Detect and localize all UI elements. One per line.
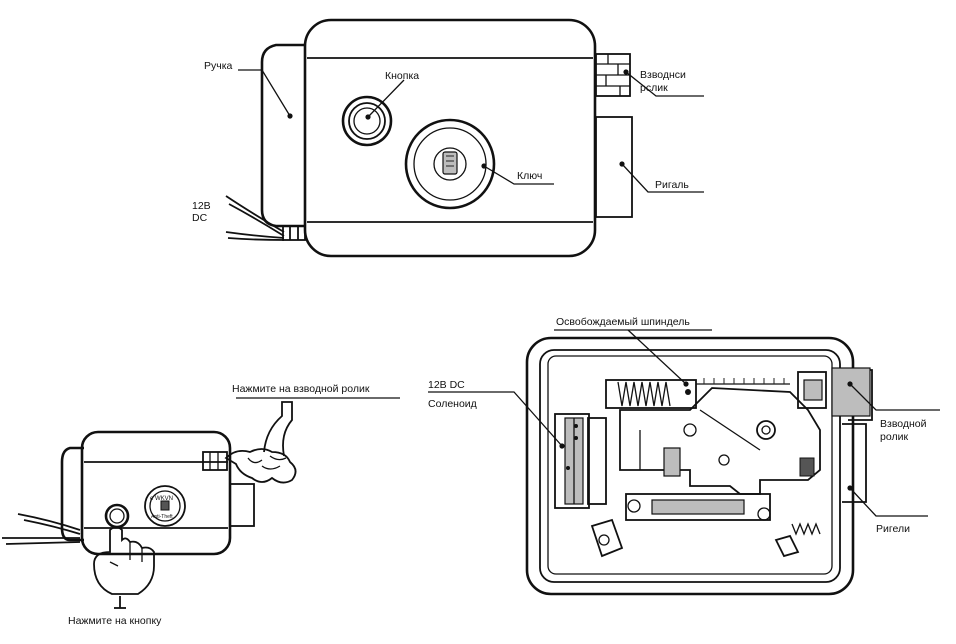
label-bolt: Ригаль xyxy=(655,179,689,191)
key-cylinder xyxy=(404,118,496,210)
label-bolts: Ригели xyxy=(876,523,910,535)
power-wires xyxy=(225,195,285,241)
solenoid xyxy=(554,413,607,509)
internal-casing-outer xyxy=(525,336,855,596)
label-line: рслик xyxy=(640,82,668,94)
label-press-button: Нажмите на кнопку xyxy=(68,615,162,627)
operation-lock-body xyxy=(80,430,232,556)
label-button: Кнопка xyxy=(385,70,419,82)
finger-on-roller xyxy=(224,448,297,484)
svg-text:e WKVN: e WKVN xyxy=(150,496,173,502)
mechanism-plate xyxy=(619,387,821,495)
label-key: Ключ xyxy=(517,170,542,182)
label-line: DC xyxy=(192,212,208,224)
label-release-spindle: Освобождаемый шпиндель xyxy=(556,316,690,328)
release-spindle xyxy=(605,379,697,409)
label-line: Соленоид xyxy=(428,398,477,410)
lock-internal-view: Освобождаемый шпиндель 12В DC Соленоид Вз… xyxy=(428,316,940,596)
lock-body xyxy=(303,18,597,258)
label-line: 12В xyxy=(192,200,211,212)
lock-operation-view: e WKVN Anti-Theft Нажмите на взводной ро… xyxy=(2,383,400,627)
lock-bolt xyxy=(595,116,633,218)
handle-block xyxy=(260,43,306,228)
svg-text:Anti-Theft: Anti-Theft xyxy=(151,514,173,520)
label-line: Взводнси xyxy=(640,69,686,81)
label-line: 12В DC xyxy=(428,379,465,391)
cocking-roller xyxy=(595,53,631,97)
label-solenoid: 12В DC Соленоид xyxy=(428,379,477,410)
button-outer-ring xyxy=(341,95,393,147)
label-press-roller: Нажмите на взводной ролик xyxy=(232,383,370,395)
label-line: Взводной xyxy=(880,418,927,430)
label-handle: Ручка xyxy=(204,60,233,72)
label-line: ролик xyxy=(880,431,908,443)
hand-pressing-button xyxy=(93,526,155,595)
